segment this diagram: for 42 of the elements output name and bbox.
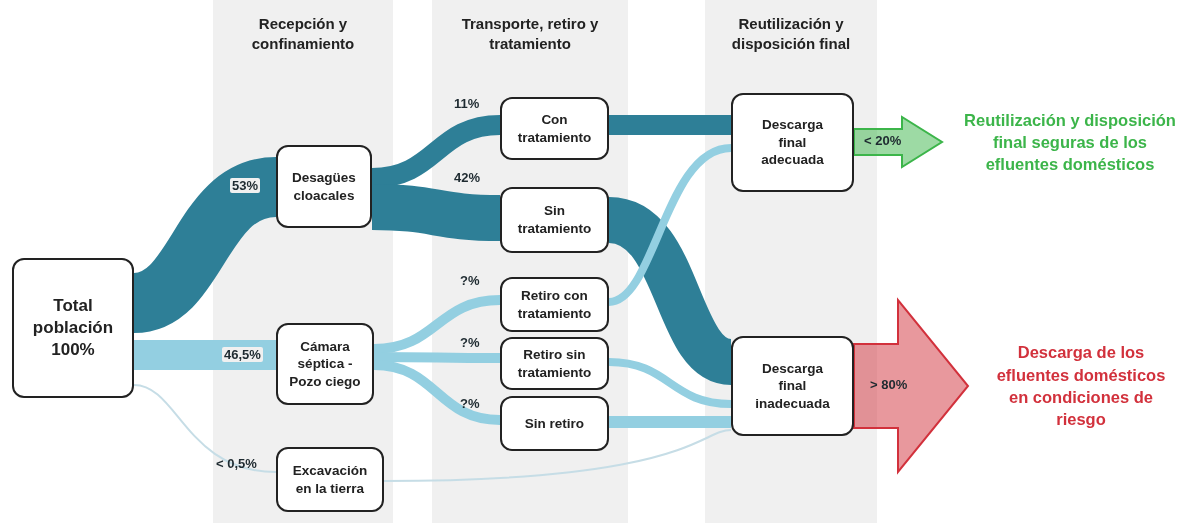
column-band	[705, 0, 877, 523]
block-arrow	[853, 297, 970, 475]
column-heading: Reutilización y disposición final	[730, 14, 852, 55]
flow-ribbon	[133, 384, 277, 473]
column-heading: Transporte, retiro y tratamiento	[460, 14, 600, 55]
process-box: Retiro con tratamiento	[500, 277, 609, 332]
flow-ribbon	[383, 429, 732, 482]
process-box: Descarga final inadecuada	[731, 336, 854, 436]
outcome-text: Descarga de los efluentes domésticos en condiciones de riesgo	[968, 338, 1194, 434]
process-box: Descarga final adecuada	[731, 93, 854, 192]
edge-label: ?%	[459, 396, 481, 411]
process-box: Cámara séptica - Pozo ciego	[276, 323, 374, 405]
flow-ribbon	[373, 295, 501, 354]
process-box: Excavación en la tierra	[276, 447, 384, 512]
process-box: Sin tratamiento	[500, 187, 609, 253]
process-box: Sin retiro	[500, 396, 609, 451]
process-box: Con tratamiento	[500, 97, 609, 160]
flow-ribbon	[374, 352, 500, 363]
edge-label: 11%	[453, 96, 481, 111]
flow-ribbon	[134, 340, 276, 370]
edge-label: 53%	[230, 178, 261, 193]
flow-ribbon	[607, 144, 732, 306]
edge-label: < 20%	[863, 133, 903, 148]
edge-label: ?%	[459, 273, 481, 288]
flow-ribbon	[609, 416, 731, 428]
flow-ribbon	[608, 358, 732, 408]
process-box: Desagües cloacales	[276, 145, 372, 228]
edge-label: ?%	[459, 335, 481, 350]
outcome-text: Reutilización y disposición final seguras de los efluentes domésticos	[942, 100, 1198, 184]
process-box: Retiro sin tratamiento	[500, 337, 609, 390]
edge-label: 46,5%	[222, 347, 263, 362]
edge-label: > 80%	[869, 377, 909, 392]
flow-ribbon	[609, 115, 731, 135]
column-heading: Recepción y confinamiento	[250, 14, 356, 55]
column-band	[213, 0, 393, 523]
flow-ribbon	[373, 360, 501, 425]
edge-label: < 0,5%	[215, 456, 258, 471]
process-box: Total población 100%	[12, 258, 134, 398]
block-arrow	[853, 115, 944, 169]
column-band	[432, 0, 628, 523]
flow-ribbon	[371, 115, 501, 188]
edge-label: 42%	[453, 170, 482, 185]
